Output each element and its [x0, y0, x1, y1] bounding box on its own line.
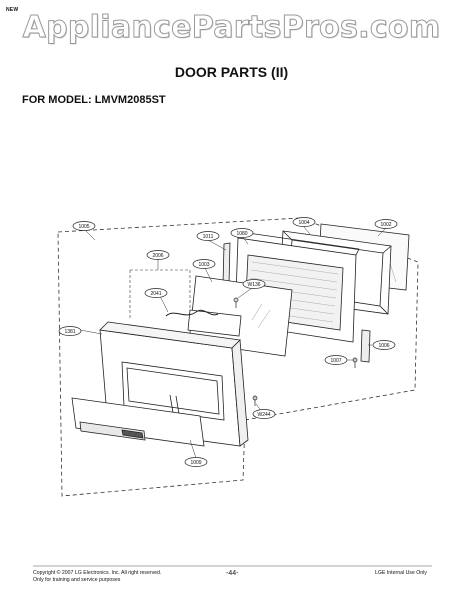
label-1011: 1011 [203, 234, 214, 240]
label-1381: 1381 [64, 329, 75, 335]
bottom-trim [71, 397, 205, 447]
screw-w136 [233, 297, 239, 308]
label-1004: 1004 [298, 220, 309, 226]
callouts [58, 217, 398, 467]
footer-internal: LGE Internal Use Only [375, 570, 427, 576]
label-2006: 2006 [152, 253, 163, 259]
page-number: -44- [226, 570, 239, 577]
wire-2041 [165, 309, 219, 317]
screw-w244 [252, 395, 258, 406]
label-1007: 1007 [330, 358, 341, 364]
watermark: AppliancePartsPros.com [22, 10, 441, 46]
part-1011-shape [222, 242, 231, 286]
label-1080: 1080 [236, 231, 247, 237]
assembly-boundary [57, 217, 419, 497]
label-1006: 1006 [378, 343, 389, 349]
model-line: FOR MODEL: LMVM2085ST [22, 94, 166, 106]
label-1009: 1009 [190, 460, 201, 466]
label-1003: 1003 [198, 262, 209, 268]
label-w244: W244 [257, 412, 270, 418]
new-tag: NEW [6, 7, 19, 13]
footer-left: Copyright © 2007 LG Electronics. Inc. Al… [33, 570, 161, 583]
footer-copyright: Copyright © 2007 LG Electronics. Inc. Al… [33, 570, 162, 576]
page-title: DOOR PARTS (II) [174, 64, 289, 80]
footer-training: Only for training and service purposes [33, 576, 121, 583]
label-1005: 1005 [78, 224, 89, 230]
label-w136: W136 [247, 282, 260, 288]
part-2006-dashes [130, 269, 191, 310]
leader-lines [79, 226, 387, 459]
label-2041: 2041 [150, 291, 161, 297]
part-1006-shape [360, 329, 371, 363]
part-1007-shape [352, 357, 358, 368]
label-1002: 1002 [380, 222, 391, 228]
